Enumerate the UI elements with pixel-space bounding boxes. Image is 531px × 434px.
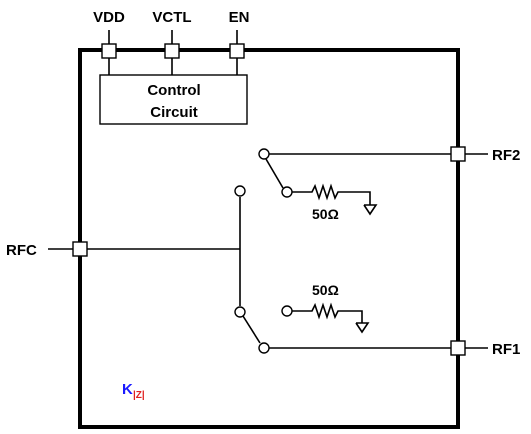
common-node-top [234, 185, 246, 197]
upper-term-label: 50Ω [312, 206, 339, 222]
rf1-switch-arm [242, 315, 261, 344]
vdd-pad [101, 43, 117, 59]
rf2-switch-arm [265, 158, 284, 189]
control-circuit-box [99, 74, 248, 125]
upper-resistor [292, 183, 371, 205]
upper-ground-icon [363, 204, 378, 216]
rfc-pad [72, 241, 88, 257]
logo-k: K [122, 381, 133, 398]
vctl-pad [164, 43, 180, 59]
lower-resistor [292, 302, 363, 323]
lower-term-label: 50Ω [312, 282, 339, 298]
upper-term-node [281, 186, 293, 198]
pin-label-en: EN [229, 9, 250, 26]
pin-label-rf1: RF1 [492, 341, 520, 358]
pin-label-vdd: VDD [93, 9, 125, 26]
chip-outline [78, 48, 460, 429]
rf2-switch-node [258, 148, 270, 160]
en-pad [229, 43, 245, 59]
rf1-pad [450, 340, 466, 356]
rf2-pad [450, 146, 466, 162]
lower-term-node [281, 305, 293, 317]
rf1-switch-node [258, 342, 270, 354]
lower-ground-icon [355, 322, 370, 334]
pin-label-rfc: RFC [6, 242, 37, 259]
common-node-bottom [234, 306, 246, 318]
logo-z: |Z| [133, 390, 145, 401]
control-label-line1: Control [147, 82, 200, 99]
pin-label-vctl: VCTL [152, 9, 191, 26]
pin-label-rf2: RF2 [492, 147, 520, 164]
control-label-line2: Circuit [150, 104, 198, 121]
